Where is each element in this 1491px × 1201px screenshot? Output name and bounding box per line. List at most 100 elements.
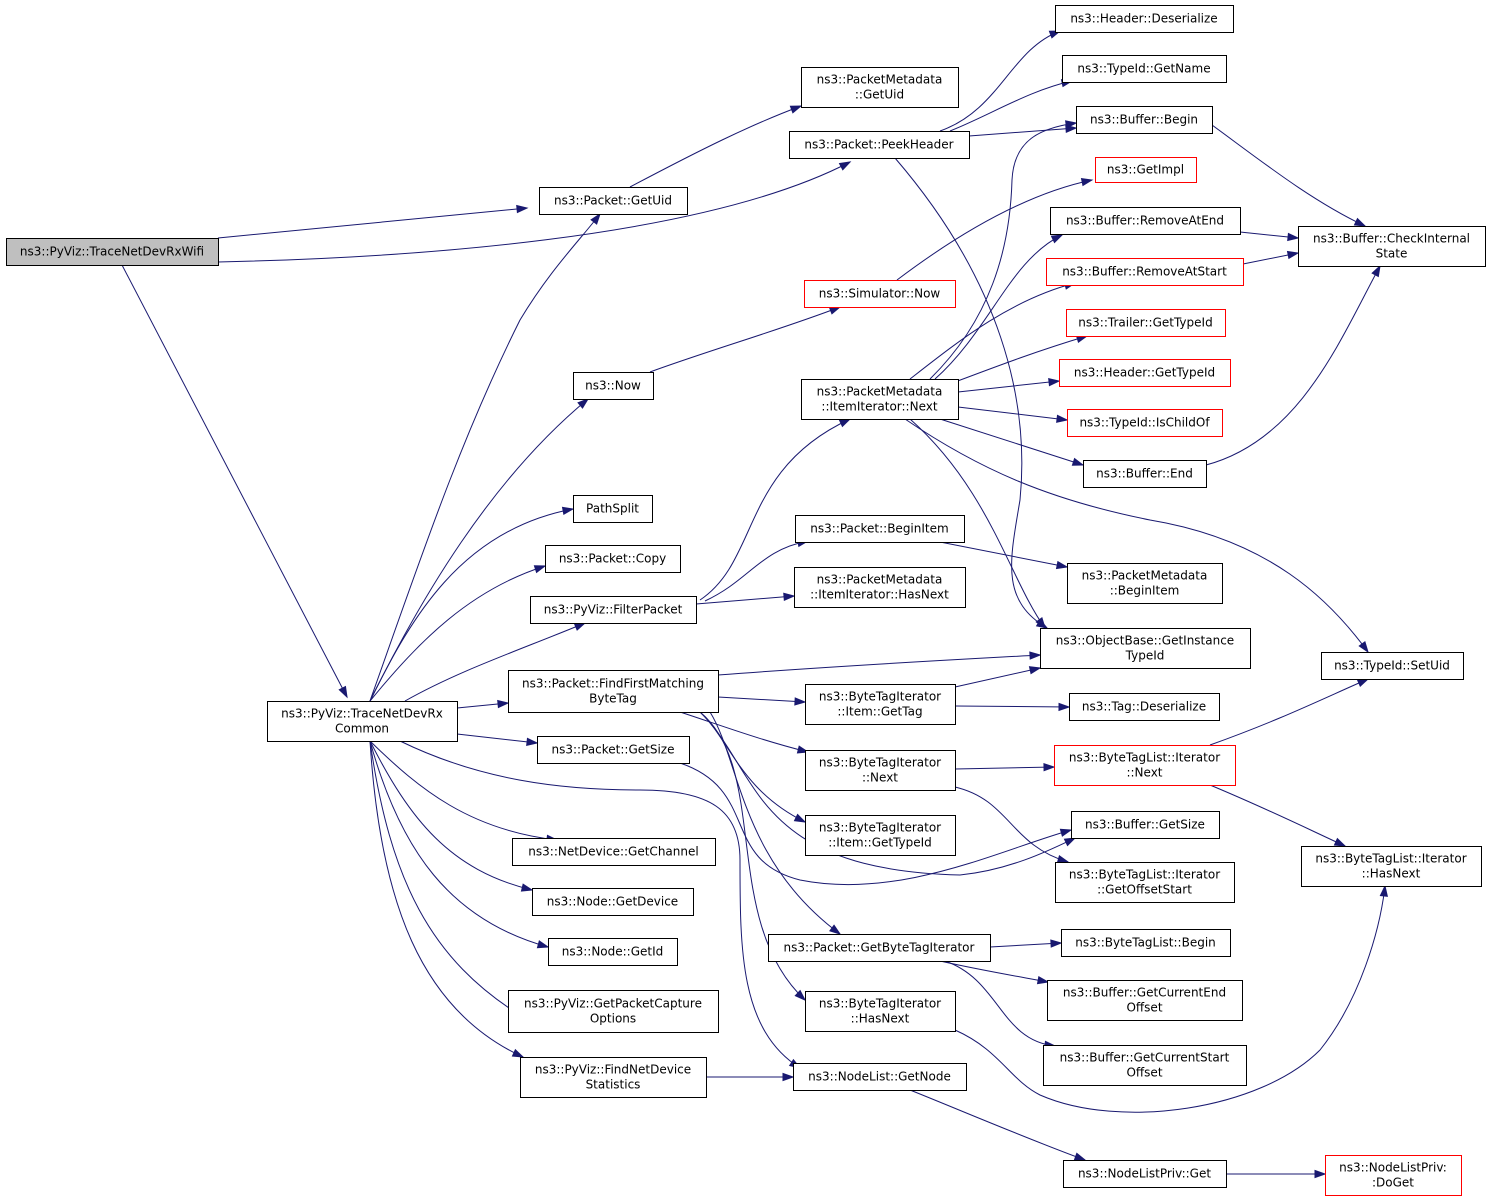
node-pkt-getuid[interactable]: ns3::Packet::GetUid	[539, 187, 688, 215]
node-label: ByteTag	[589, 692, 637, 706]
node-bti-hasnext[interactable]: ns3::ByteTagIterator::HasNext	[805, 991, 956, 1032]
edge-line	[957, 380, 1060, 393]
arrowhead-icon	[536, 940, 550, 949]
edge-pkt_findfirst-to-buf_getsize	[699, 711, 1077, 876]
arrowhead-icon	[1287, 232, 1300, 242]
node-pkt-beginitem[interactable]: ns3::Packet::BeginItem	[795, 515, 965, 543]
edge-layer	[121, 30, 1388, 1179]
node-nlp-doget[interactable]: ns3::NodeListPriv::DoGet	[1325, 1155, 1462, 1196]
node-sim-now[interactable]: ns3::Simulator::Now	[804, 280, 956, 308]
node-header-gettypeid[interactable]: ns3::Header::GetTypeId	[1059, 359, 1231, 387]
edge-line	[629, 105, 802, 188]
arrowhead-icon	[1379, 884, 1388, 897]
node-btl-it-hasnext[interactable]: ns3::ByteTagList::Iterator::HasNext	[1301, 846, 1482, 887]
node-label: ns3::PyViz::FindNetDevice	[535, 1063, 691, 1077]
node-peekheader[interactable]: ns3::Packet::PeekHeader	[789, 131, 970, 159]
node-pkt-copy[interactable]: ns3::Packet::Copy	[545, 545, 681, 573]
node-label: :DoGet	[1372, 1176, 1414, 1190]
node-node-getid[interactable]: ns3::Node::GetId	[548, 938, 678, 966]
node-pm-ii-next[interactable]: ns3::PacketMetadata::ItemIterator::Next	[801, 379, 959, 420]
node-netdev-getchannel[interactable]: ns3::NetDevice::GetChannel	[512, 838, 716, 866]
node-bti-item-gettypeid[interactable]: ns3::ByteTagIterator::Item::GetTypeId	[805, 815, 956, 856]
node-bti-next[interactable]: ns3::ByteTagIterator::Next	[805, 750, 956, 791]
edge-pkt_getbytetagiterator-to-btl_begin	[989, 939, 1063, 948]
node-bti-item-gettag[interactable]: ns3::ByteTagIterator::Item::GetTag	[805, 684, 956, 725]
node-pm-beginitem[interactable]: ns3::PacketMetadata::BeginItem	[1067, 563, 1223, 604]
edge-pkt_getsize-to-buf_getsize	[679, 762, 1073, 886]
node-layer: ns3::PyViz::TraceNetDevRxWifins3::PyViz:…	[6, 5, 1486, 1196]
node-buf-removeatend[interactable]: ns3::Buffer::RemoveAtEnd	[1050, 207, 1241, 235]
edge-pkt_findfirst-to-bti_item_gettag	[717, 696, 807, 706]
node-root[interactable]: ns3::PyViz::TraceNetDevRxWifi	[6, 238, 219, 266]
edge-line	[699, 711, 1076, 876]
edge-line	[904, 418, 1369, 653]
node-nodelist-getnode[interactable]: ns3::NodeList::GetNode	[793, 1063, 967, 1091]
node-nlp-get[interactable]: ns3::NodeListPriv::Get	[1063, 1160, 1227, 1188]
node-trailer-gettypeid[interactable]: ns3::Trailer::GetTypeId	[1066, 309, 1226, 337]
node-typeid-ischildof[interactable]: ns3::TypeId::IsChildOf	[1067, 409, 1223, 437]
node-label: ns3::Buffer::GetSize	[1085, 818, 1205, 832]
edge-line	[1211, 124, 1366, 227]
edge-common-to-pkt_getsize	[456, 733, 539, 747]
node-getimpl[interactable]: ns3::GetImpl	[1095, 157, 1197, 183]
edge-ns3_now-to-sim_now	[649, 306, 842, 373]
node-box	[512, 838, 716, 866]
node-typeid-setuid[interactable]: ns3::TypeId::SetUid	[1321, 652, 1464, 680]
node-label: ns3::Packet::GetSize	[552, 743, 675, 757]
arrowhead-icon	[1353, 217, 1367, 227]
node-box	[1055, 5, 1234, 33]
arrowhead-icon	[590, 212, 601, 225]
node-buf-begin[interactable]: ns3::Buffer::Begin	[1076, 106, 1213, 134]
node-label: ns3::PyViz::TraceNetDevRx	[281, 707, 443, 721]
node-node-getdevice[interactable]: ns3::Node::GetDevice	[532, 888, 694, 916]
node-pathsplit[interactable]: PathSplit	[573, 495, 653, 523]
node-box	[1040, 628, 1251, 669]
arrowhead-icon	[1071, 457, 1085, 466]
node-label: ::GetOffsetStart	[1097, 883, 1192, 897]
arrowhead-icon	[1036, 975, 1050, 985]
node-box	[1067, 409, 1223, 437]
node-btl-it-next[interactable]: ns3::ByteTagList::Iterator::Next	[1054, 745, 1236, 786]
node-label: ns3::Buffer::RemoveAtEnd	[1066, 214, 1224, 228]
node-filterpacket[interactable]: ns3::PyViz::FilterPacket	[530, 596, 697, 624]
edge-line	[1205, 265, 1381, 466]
node-typeid-getname[interactable]: ns3::TypeId::GetName	[1062, 55, 1227, 83]
node-buf-removeatstart[interactable]: ns3::Buffer::RemoveAtStart	[1046, 258, 1244, 286]
node-box	[768, 934, 991, 962]
node-ns3-now[interactable]: ns3::Now	[573, 372, 654, 400]
node-label: ns3::Buffer::Begin	[1090, 113, 1198, 127]
node-btl-it-getoffsetstart[interactable]: ns3::ByteTagList::Iterator::GetOffsetSta…	[1055, 862, 1235, 903]
node-pm-getuid[interactable]: ns3::PacketMetadata::GetUid	[801, 67, 959, 108]
node-buf-getsize[interactable]: ns3::Buffer::GetSize	[1071, 811, 1220, 839]
node-box	[801, 67, 959, 108]
edge-pkt_findfirst-to-bti_hasnext	[699, 711, 807, 1002]
edge-line	[369, 740, 533, 891]
edge-bti_hasnext-to-btl_it_hasnext	[954, 884, 1388, 1113]
node-tag-deser[interactable]: ns3::Tag::Deserialize	[1069, 693, 1220, 721]
node-label: ::Next	[1126, 766, 1162, 780]
edge-buf_begin-to-buf_checkinternal	[1211, 124, 1367, 227]
arrowhead-icon	[1056, 414, 1069, 423]
node-pm-ii-hasnext[interactable]: ns3::PacketMetadata::ItemIterator::HasNe…	[794, 567, 966, 608]
edge-buf_removeatstart-to-buf_checkinternal	[1242, 250, 1300, 265]
node-label: ns3::Header::GetTypeId	[1074, 366, 1215, 380]
node-pkt-getsize[interactable]: ns3::Packet::GetSize	[537, 736, 690, 764]
node-label: ns3::TypeId::SetUid	[1334, 659, 1450, 673]
node-hdr-deser[interactable]: ns3::Header::Deserialize	[1055, 5, 1234, 33]
node-label: ns3::Packet::BeginItem	[810, 522, 948, 536]
edge-line	[989, 942, 1062, 948]
node-pkt-getbytetagiterator[interactable]: ns3::Packet::GetByteTagIterator	[768, 934, 991, 962]
node-buf-end[interactable]: ns3::Buffer::End	[1083, 460, 1207, 488]
node-btl-begin[interactable]: ns3::ByteTagList::Begin	[1061, 929, 1231, 957]
node-label: ns3::PyViz::FilterPacket	[544, 603, 683, 617]
edge-line	[894, 157, 1048, 629]
edge-filterpacket-to-pm_ii_hasnext	[695, 592, 796, 605]
